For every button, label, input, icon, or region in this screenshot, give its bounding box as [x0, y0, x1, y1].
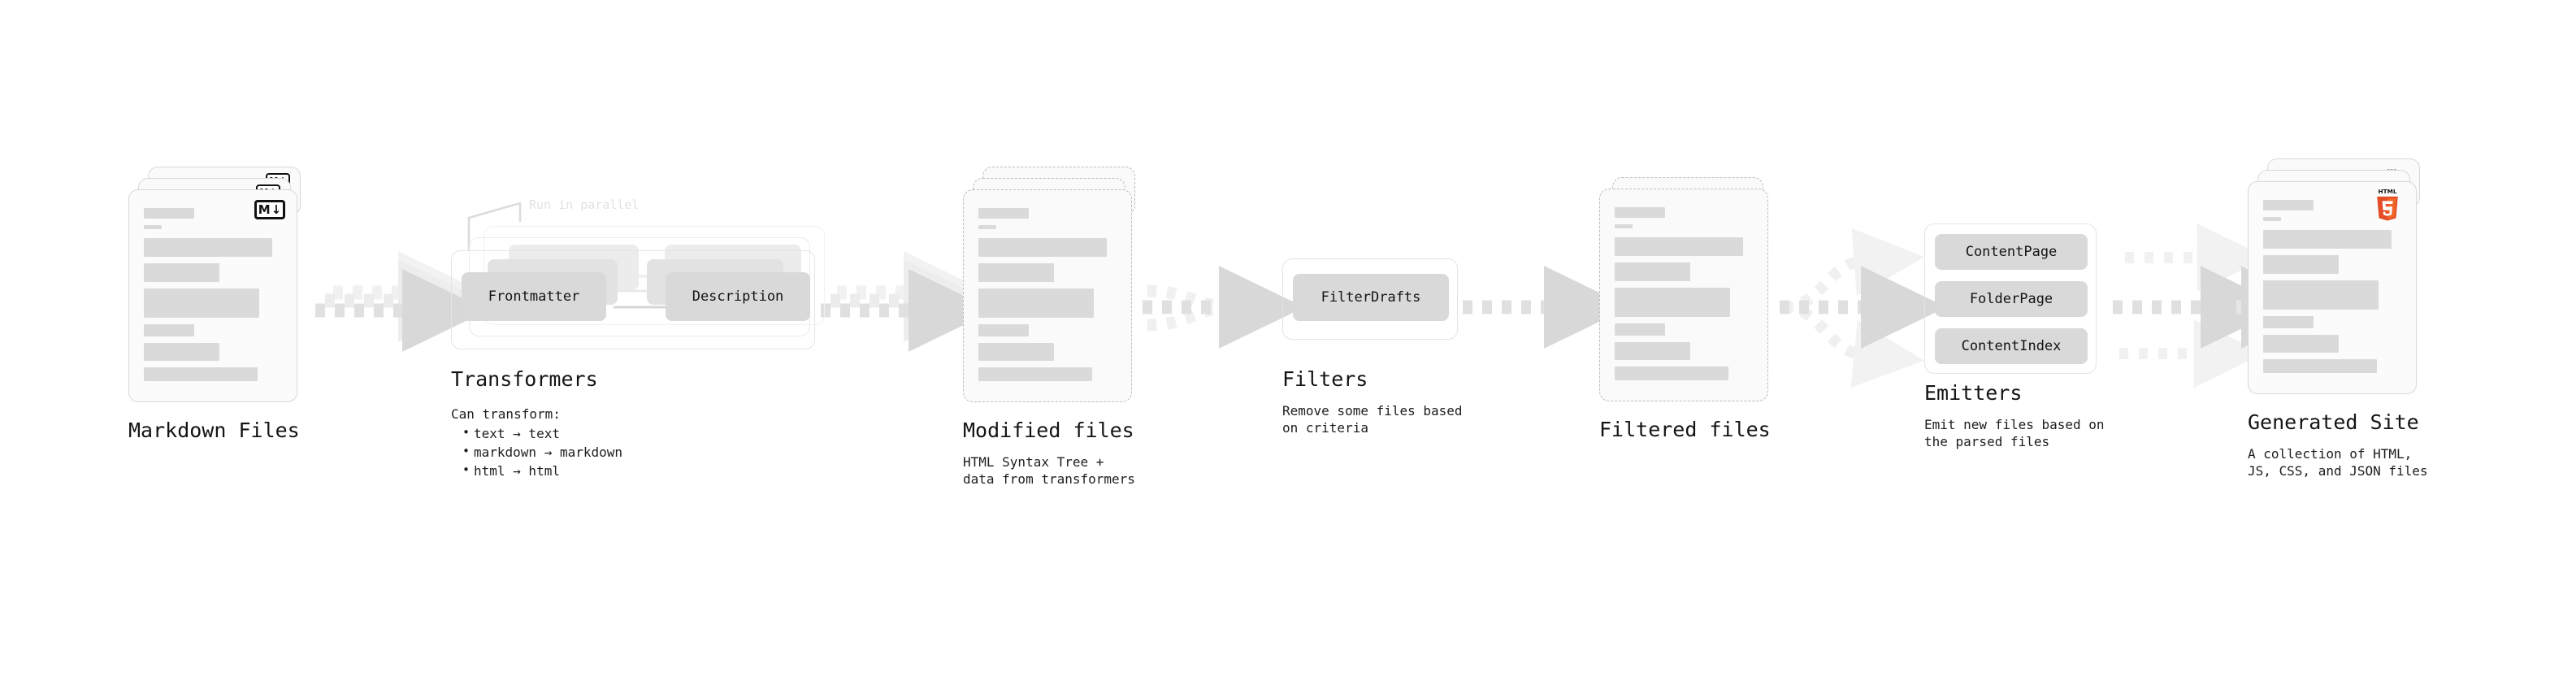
- stage-emitters: ContentPage FolderPage ContentIndex Emit…: [1924, 223, 2105, 450]
- list-item: text → text: [462, 424, 857, 443]
- svg-text:HTML: HTML: [2379, 188, 2397, 195]
- content-bar: [2263, 255, 2339, 274]
- generated-site-stack: CSS HTML: [2248, 158, 2420, 394]
- filtered-card-content: [1615, 207, 1753, 387]
- transformer-chip-label: Frontmatter: [488, 288, 580, 305]
- content-bar: [144, 208, 194, 219]
- markdown-file-stack: M↓ M↓ M↓: [128, 167, 301, 402]
- transformers-capability-list: text → text markdown → markdown html → h…: [451, 424, 857, 481]
- stage-transformers: Run in parallel Frontmatter Description: [451, 195, 857, 481]
- stage-title-filtered-files: Filtered files: [1599, 418, 1771, 441]
- content-bar: [978, 367, 1092, 381]
- stage-subtitle-generated-site: A collection of HTML, JS, CSS, and JSON …: [2248, 446, 2428, 479]
- emitter-chip-contentindex[interactable]: ContentIndex: [1935, 328, 2088, 364]
- html5-icon: HTML: [2377, 188, 2398, 221]
- stage-subtitle-modified-files: HTML Syntax Tree + data from transformer…: [963, 454, 1135, 488]
- stage-title-emitters: Emitters: [1924, 381, 2023, 405]
- filtered-card-front: [1599, 189, 1768, 401]
- content-bar: [144, 238, 272, 257]
- content-bar: [978, 263, 1054, 282]
- transformer-chip-label: Description: [692, 288, 784, 305]
- content-bar: [1615, 224, 1633, 228]
- content-bar: [144, 343, 219, 361]
- content-bar: [978, 324, 1029, 336]
- filters-group-box: FilterDrafts: [1282, 258, 1458, 340]
- list-item: markdown → markdown: [462, 443, 857, 462]
- content-bar: [2263, 217, 2281, 221]
- arrow-md-to-transformers: [315, 251, 488, 352]
- emitter-chip-label: FolderPage: [1969, 291, 2053, 307]
- stage-title-transformers: Transformers: [451, 367, 598, 391]
- md-badge-arrow: ↓: [271, 202, 282, 217]
- content-bar: [978, 208, 1029, 219]
- transformer-group-front: Frontmatter Description: [451, 250, 815, 349]
- content-bar: [2263, 200, 2314, 210]
- content-bar: [1615, 367, 1728, 380]
- arrow-filtered-to-emitters: [1780, 228, 1947, 388]
- markdown-card-content: [144, 208, 282, 388]
- content-bar: [144, 367, 258, 381]
- list-item: html → html: [462, 462, 857, 480]
- generated-card-content: [2263, 200, 2401, 380]
- stage-title-generated-site: Generated Site: [2248, 410, 2419, 434]
- content-bar: [2263, 335, 2339, 353]
- content-bar: [144, 263, 219, 282]
- content-bar: [144, 288, 259, 318]
- content-bar: [978, 225, 996, 229]
- run-in-parallel-note: Run in parallel: [529, 197, 640, 212]
- emitter-chip-folderpage[interactable]: FolderPage: [1935, 281, 2088, 317]
- stage-title-modified-files: Modified files: [963, 419, 1134, 442]
- stage-subtitle-filters: Remove some files based on criteria: [1282, 403, 1463, 436]
- stage-title-markdown-files: Markdown Files: [128, 419, 300, 442]
- content-bar: [2263, 280, 2379, 310]
- modified-card-front: [963, 189, 1132, 402]
- filter-chip-label: FilterDrafts: [1321, 289, 1421, 306]
- emitters-group-box: ContentPage FolderPage ContentIndex: [1924, 223, 2097, 374]
- transformer-chip-frontmatter[interactable]: Frontmatter: [462, 272, 606, 321]
- stage-subtitle-emitters: Emit new files based on the parsed files: [1924, 417, 2105, 450]
- arrow-modified-to-filters: [1143, 266, 1305, 349]
- emitter-chip-label: ContentIndex: [1961, 338, 2062, 354]
- content-bar: [144, 225, 162, 229]
- content-bar: [144, 324, 194, 336]
- filters-group: FilterDrafts: [1282, 258, 1458, 356]
- content-bar: [2263, 359, 2377, 373]
- generated-card-html: HTML: [2248, 181, 2417, 394]
- stage-filters: FilterDrafts Filters Remove some files b…: [1282, 258, 1463, 436]
- content-bar: [978, 238, 1107, 257]
- content-bar: [1615, 288, 1730, 317]
- html5-badge: HTML: [2374, 187, 2401, 221]
- arrow-emitters-to-site: [2113, 223, 2287, 388]
- emitter-chip-contentpage[interactable]: ContentPage: [1935, 234, 2088, 270]
- transformers-group-stack: Run in parallel Frontmatter Description: [451, 195, 857, 349]
- modified-card-content: [978, 208, 1117, 388]
- content-bar: [2263, 316, 2314, 328]
- transformers-sub-head: Can transform:: [451, 406, 561, 422]
- markdown-badge-icon: M↓: [254, 200, 285, 219]
- md-badge-letter: M: [258, 202, 271, 217]
- modified-file-stack: [963, 167, 1135, 402]
- stage-title-filters: Filters: [1282, 367, 1368, 391]
- stage-markdown-files: M↓ M↓ M↓: [128, 167, 301, 442]
- emitters-group: ContentPage FolderPage ContentIndex: [1924, 223, 2100, 374]
- emitter-chip-label: ContentPage: [1965, 244, 2058, 260]
- stage-filtered-files: Filtered files: [1599, 171, 1772, 441]
- stage-generated-site: CSS HTML: [2248, 158, 2428, 479]
- filter-chip-filterdrafts[interactable]: FilterDrafts: [1293, 274, 1449, 321]
- content-bar: [1615, 323, 1665, 336]
- content-bar: [1615, 262, 1690, 281]
- content-bar: [1615, 207, 1665, 218]
- content-bar: [978, 288, 1094, 318]
- stage-modified-files: Modified files HTML Syntax Tree + data f…: [963, 167, 1135, 488]
- content-bar: [1615, 237, 1743, 256]
- filtered-file-stack: [1599, 171, 1772, 406]
- markdown-card-front: M↓: [128, 189, 297, 402]
- content-bar: [1615, 342, 1690, 360]
- transformer-chip-description[interactable]: Description: [666, 272, 810, 321]
- content-bar: [978, 343, 1054, 361]
- content-bar: [2263, 230, 2392, 249]
